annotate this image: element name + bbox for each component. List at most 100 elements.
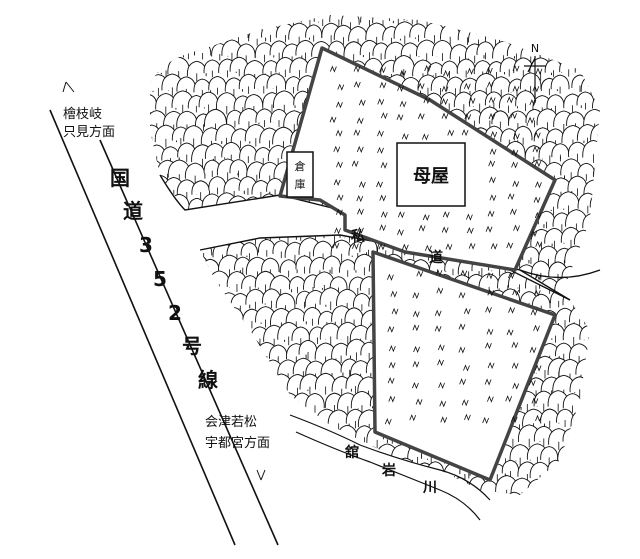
grass-icon — [329, 116, 337, 124]
grass-icon — [486, 66, 493, 75]
tree-icon — [329, 276, 348, 291]
tree-icon — [540, 479, 559, 494]
route-char-7: 線 — [198, 368, 218, 392]
grass-icon — [337, 83, 345, 91]
tree-icon — [590, 123, 600, 141]
direction-south-line-2: 宇都宮方面 — [205, 435, 270, 451]
grass-icon — [357, 208, 364, 216]
grass-icon — [335, 129, 343, 137]
tree-icon — [523, 15, 544, 25]
tree-icon — [582, 281, 600, 296]
direction-south-line-1: 会津若松 — [205, 414, 257, 430]
grass-icon — [488, 96, 496, 104]
grass-icon — [529, 346, 537, 354]
tree-icon — [584, 307, 590, 325]
tree-icon — [218, 325, 241, 343]
grass-icon — [397, 211, 405, 219]
tree-icon — [169, 264, 189, 280]
tree-icon — [160, 15, 181, 26]
grass-icon — [528, 379, 536, 387]
tree-icon — [150, 297, 162, 300]
tree-icon — [200, 272, 215, 288]
storehouse-label-2: 庫 — [295, 177, 306, 191]
tree-icon — [578, 291, 590, 307]
grass-icon — [379, 81, 387, 89]
grass-icon — [486, 81, 494, 89]
tree-icon — [550, 74, 570, 90]
main-building — [396, 142, 466, 207]
grass-icon — [353, 129, 361, 137]
tree-icon — [223, 372, 246, 391]
tree-icon — [150, 212, 168, 231]
grass-icon — [356, 117, 364, 125]
tree-icon — [547, 459, 565, 474]
tree-icon — [186, 295, 207, 300]
grass-icon — [443, 69, 451, 78]
tree-icon — [585, 408, 590, 426]
highway-edge-west — [49, 109, 236, 546]
grass-icon — [376, 180, 383, 189]
tree-icon — [173, 24, 192, 39]
tree-icon — [591, 25, 600, 42]
tree-icon — [172, 227, 192, 243]
tree-icon — [177, 243, 199, 259]
grass-icon — [388, 361, 396, 369]
tree-icon — [589, 193, 600, 208]
tree-icon — [202, 27, 221, 42]
tree-icon — [267, 215, 285, 229]
tree-icon — [367, 497, 387, 513]
tree-icon — [261, 257, 280, 272]
route-char-4: 5 — [153, 267, 167, 291]
tree-icon — [150, 42, 153, 60]
tree-icon — [163, 211, 187, 230]
grass-icon — [458, 346, 466, 354]
tree-icon — [580, 75, 600, 92]
tree-icon — [583, 241, 590, 258]
tree-icon — [490, 15, 513, 26]
grass-icon — [482, 416, 490, 425]
grass-icon — [441, 226, 449, 234]
direction-north-line-2: 只見方面 — [63, 124, 115, 140]
grass-icon — [485, 342, 492, 350]
tree-icon — [599, 112, 600, 127]
grass-icon — [531, 397, 539, 405]
tree-icon — [290, 235, 311, 237]
grass-icon — [510, 208, 517, 216]
grass-icon — [380, 112, 388, 120]
tree-icon — [279, 496, 298, 511]
grass-icon — [441, 97, 449, 106]
tree-icon — [531, 293, 551, 309]
grass-icon — [463, 364, 470, 372]
tree-icon — [392, 55, 415, 73]
grass-icon — [384, 418, 392, 426]
grass-icon — [468, 242, 476, 250]
river-char-3: 川 — [422, 480, 437, 496]
tree-icon — [592, 163, 600, 177]
grass-icon — [379, 66, 386, 74]
grass-icon — [458, 323, 466, 331]
route-char-2: 道 — [123, 199, 143, 223]
grass-icon — [487, 210, 495, 218]
grass-icon — [333, 178, 341, 187]
tree-icon — [185, 263, 208, 281]
grass-icon — [379, 194, 387, 202]
grass-icon — [377, 130, 384, 138]
grass-icon — [412, 382, 419, 390]
north-arrow-icon: N — [524, 42, 546, 103]
grass-icon — [535, 67, 543, 75]
grass-icon — [530, 229, 538, 237]
tree-icon — [403, 15, 421, 21]
grass-icon — [487, 289, 495, 297]
grass-icon — [359, 181, 366, 189]
tree-icon — [284, 15, 303, 22]
tree-icon — [399, 496, 419, 512]
grass-icon — [380, 161, 388, 169]
tree-icon — [389, 480, 408, 495]
grass-icon — [485, 225, 493, 233]
grass-icon — [435, 269, 443, 277]
grass-icon — [487, 361, 495, 370]
tree-icon — [178, 209, 199, 225]
route-char-6: 号 — [182, 334, 202, 358]
arrow-north-icon — [62, 81, 75, 93]
tree-icon — [246, 392, 269, 410]
